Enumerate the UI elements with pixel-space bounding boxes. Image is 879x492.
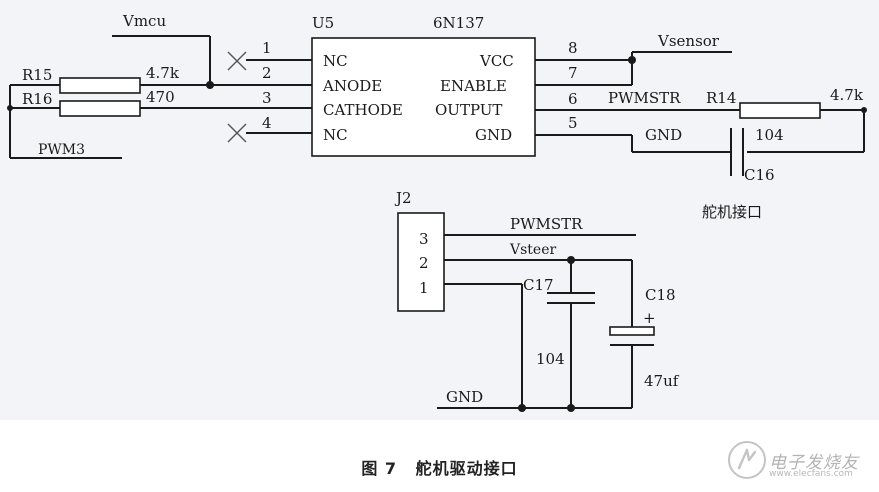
u5-pin8-name: VCC [479,52,514,70]
junction-vsensor [628,56,636,64]
c16-value: 104 [755,126,784,144]
u5-pin2-name: ANODE [322,77,382,95]
net-vmcu: Vmcu [122,12,166,30]
net-gnd-top: GND [645,126,682,144]
net-vsteer: Vsteer [509,242,556,258]
u5-body [311,37,536,157]
r14-ref: R14 [706,89,736,107]
r15-ref: R15 [22,66,52,84]
j2-ref: J2 [394,189,412,207]
servo-interface-label: 舵机接口 [702,203,762,221]
u5-pin1-name: NC [323,52,348,70]
u5-pin3-name: CATHODE [323,101,403,119]
junction-gnd-1 [518,404,526,412]
c17-ref: C17 [523,276,554,294]
figure-title: 舵机驱动接口 [415,459,518,478]
junction-gnd-2 [567,404,575,412]
u5-pin6-name: OUTPUT [435,101,502,119]
net-pwmstr-top: PWMSTR [608,89,681,107]
net-vsensor: Vsensor [657,32,720,50]
u5-pin4-num: 4 [262,114,272,132]
watermark-url: www.elecfans.com [769,469,853,479]
u5-pin8-num: 8 [568,39,578,57]
u5-part: 6N137 [433,14,484,32]
u5-ref: U5 [312,14,334,32]
j2-pin2-num: 2 [419,254,429,272]
u5-pin5-num: 5 [568,114,578,132]
c18-value: 47uf [644,372,680,390]
j2-pin1-num: 1 [419,279,429,297]
r15-resistor [59,77,141,94]
u5-pin4-name: NC [323,126,348,144]
c17-value: 104 [536,350,565,368]
schematic-diagram: U5 6N137 1 2 3 4 NC ANODE CATHODE NC 8 7… [0,0,879,420]
j2-pin3-num: 3 [419,230,429,248]
c18-plate-positive [609,326,655,336]
r14-resistor [739,102,821,119]
watermark-text: 电子发烧友 [769,453,859,473]
c16-ref: C16 [744,166,775,184]
u5-pin7-name: ENABLE [440,77,507,95]
net-pwmstr-j2: PWMSTR [510,215,583,233]
u5-pin2-num: 2 [262,64,272,82]
u5-pin5-name: GND [475,126,512,144]
u5-pin6-num: 6 [568,90,578,108]
u5-pin1-num: 1 [262,39,272,57]
junction-left [7,105,13,111]
u5-pin7-num: 7 [568,64,578,82]
r16-value: 470 [146,88,175,106]
j2-body [397,212,445,312]
watermark-logo-icon [728,441,766,479]
figure-caption: 图 7 舵机驱动接口 [0,455,879,479]
r14-value: 4.7k [830,86,864,104]
r16-ref: R16 [22,90,52,108]
watermark: 电子发烧友 www.elecfans.com [725,438,875,482]
r16-resistor [59,100,141,117]
c18-polarity: + [643,309,656,327]
net-gnd-bottom: GND [446,388,483,406]
net-pwm3: PWM3 [38,142,85,158]
u5-pin3-num: 3 [262,89,272,107]
c18-ref: C18 [645,286,676,304]
figure-number: 图 7 [361,459,398,478]
r15-value: 4.7k [146,64,180,82]
